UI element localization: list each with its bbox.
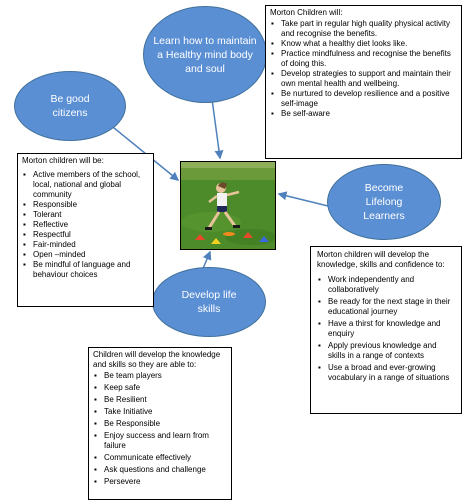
oval-lifelong-label: Become Lifelong Learners [363, 182, 405, 222]
list-item: Use a broad and ever-growing vocabulary … [317, 363, 455, 383]
box-lifelong-heading: Morton children will develop the knowled… [317, 250, 445, 269]
box-healthy-heading: Morton Children will: [270, 8, 343, 17]
list-item: Enjoy success and learn from failure [93, 431, 227, 451]
list-item: Respectful [22, 230, 149, 240]
list-item: Be nurtured to develop resilience and a … [270, 89, 457, 109]
list-item: Be Resilient [93, 395, 227, 405]
list-item: Know what a healthy diet looks like. [270, 39, 457, 49]
oval-learn: Learn how to maintain a Healthy mind bod… [143, 6, 267, 103]
oval-life-skills: Develop life skills [152, 267, 266, 337]
box-healthy: Morton Children will: Take part in regul… [265, 5, 462, 159]
oval-citizens-label: Be good citizens [50, 93, 90, 119]
center-photo [180, 161, 276, 250]
list-item: Be mindful of language and behaviour cho… [22, 260, 149, 280]
connector-citizens [102, 118, 180, 181]
list-item: Take part in regular high quality physic… [270, 19, 457, 39]
list-item: Active members of the school, local, nat… [22, 170, 149, 200]
connector-learn [211, 98, 224, 160]
oval-life-skills-label: Develop life skills [181, 289, 237, 315]
oval-learn-label: Learn how to maintain a Healthy mind bod… [153, 34, 257, 75]
list-item: Tolerant [22, 210, 149, 220]
box-lifelong: Morton children will develop the knowled… [310, 246, 462, 414]
list-item: Ask questions and challenge [93, 465, 227, 475]
oval-citizens: Be good citizens [14, 71, 126, 141]
list-item: Have a thirst for knowledge and enquiry [317, 319, 455, 339]
box-citizens: Morton children will be: Active members … [17, 153, 154, 307]
list-item: Communicate effectively [93, 453, 227, 463]
list-item: Take Initiative [93, 407, 227, 417]
list-item: Fair-minded [22, 240, 149, 250]
list-item: Be team players [93, 371, 227, 381]
list-item: Practice mindfulness and recognise the b… [270, 49, 457, 69]
box-citizens-heading: Morton children will be: [22, 156, 104, 165]
list-item: Persevere [93, 477, 227, 487]
list-item: Keep safe [93, 383, 227, 393]
list-item: Open –minded [22, 250, 149, 260]
box-life-skills-heading: Children will develop the knowledge and … [93, 350, 221, 369]
list-item: Be ready for the next stage in their edu… [317, 297, 455, 317]
list-item: Develop strategies to support and mainta… [270, 69, 457, 89]
list-item: Work independently and collaboratively [317, 275, 455, 295]
list-item: Be self-aware [270, 109, 457, 119]
list-item: Be Responsible [93, 419, 227, 429]
child-running-photo [181, 162, 275, 249]
list-item: Responsible [22, 200, 149, 210]
box-life-skills: Children will develop the knowledge and … [88, 347, 232, 500]
connector-lifelong [277, 191, 329, 207]
oval-lifelong: Become Lifelong Learners [327, 164, 441, 240]
list-item: Reflective [22, 220, 149, 230]
list-item: Apply previous knowledge and skills in a… [317, 341, 455, 361]
